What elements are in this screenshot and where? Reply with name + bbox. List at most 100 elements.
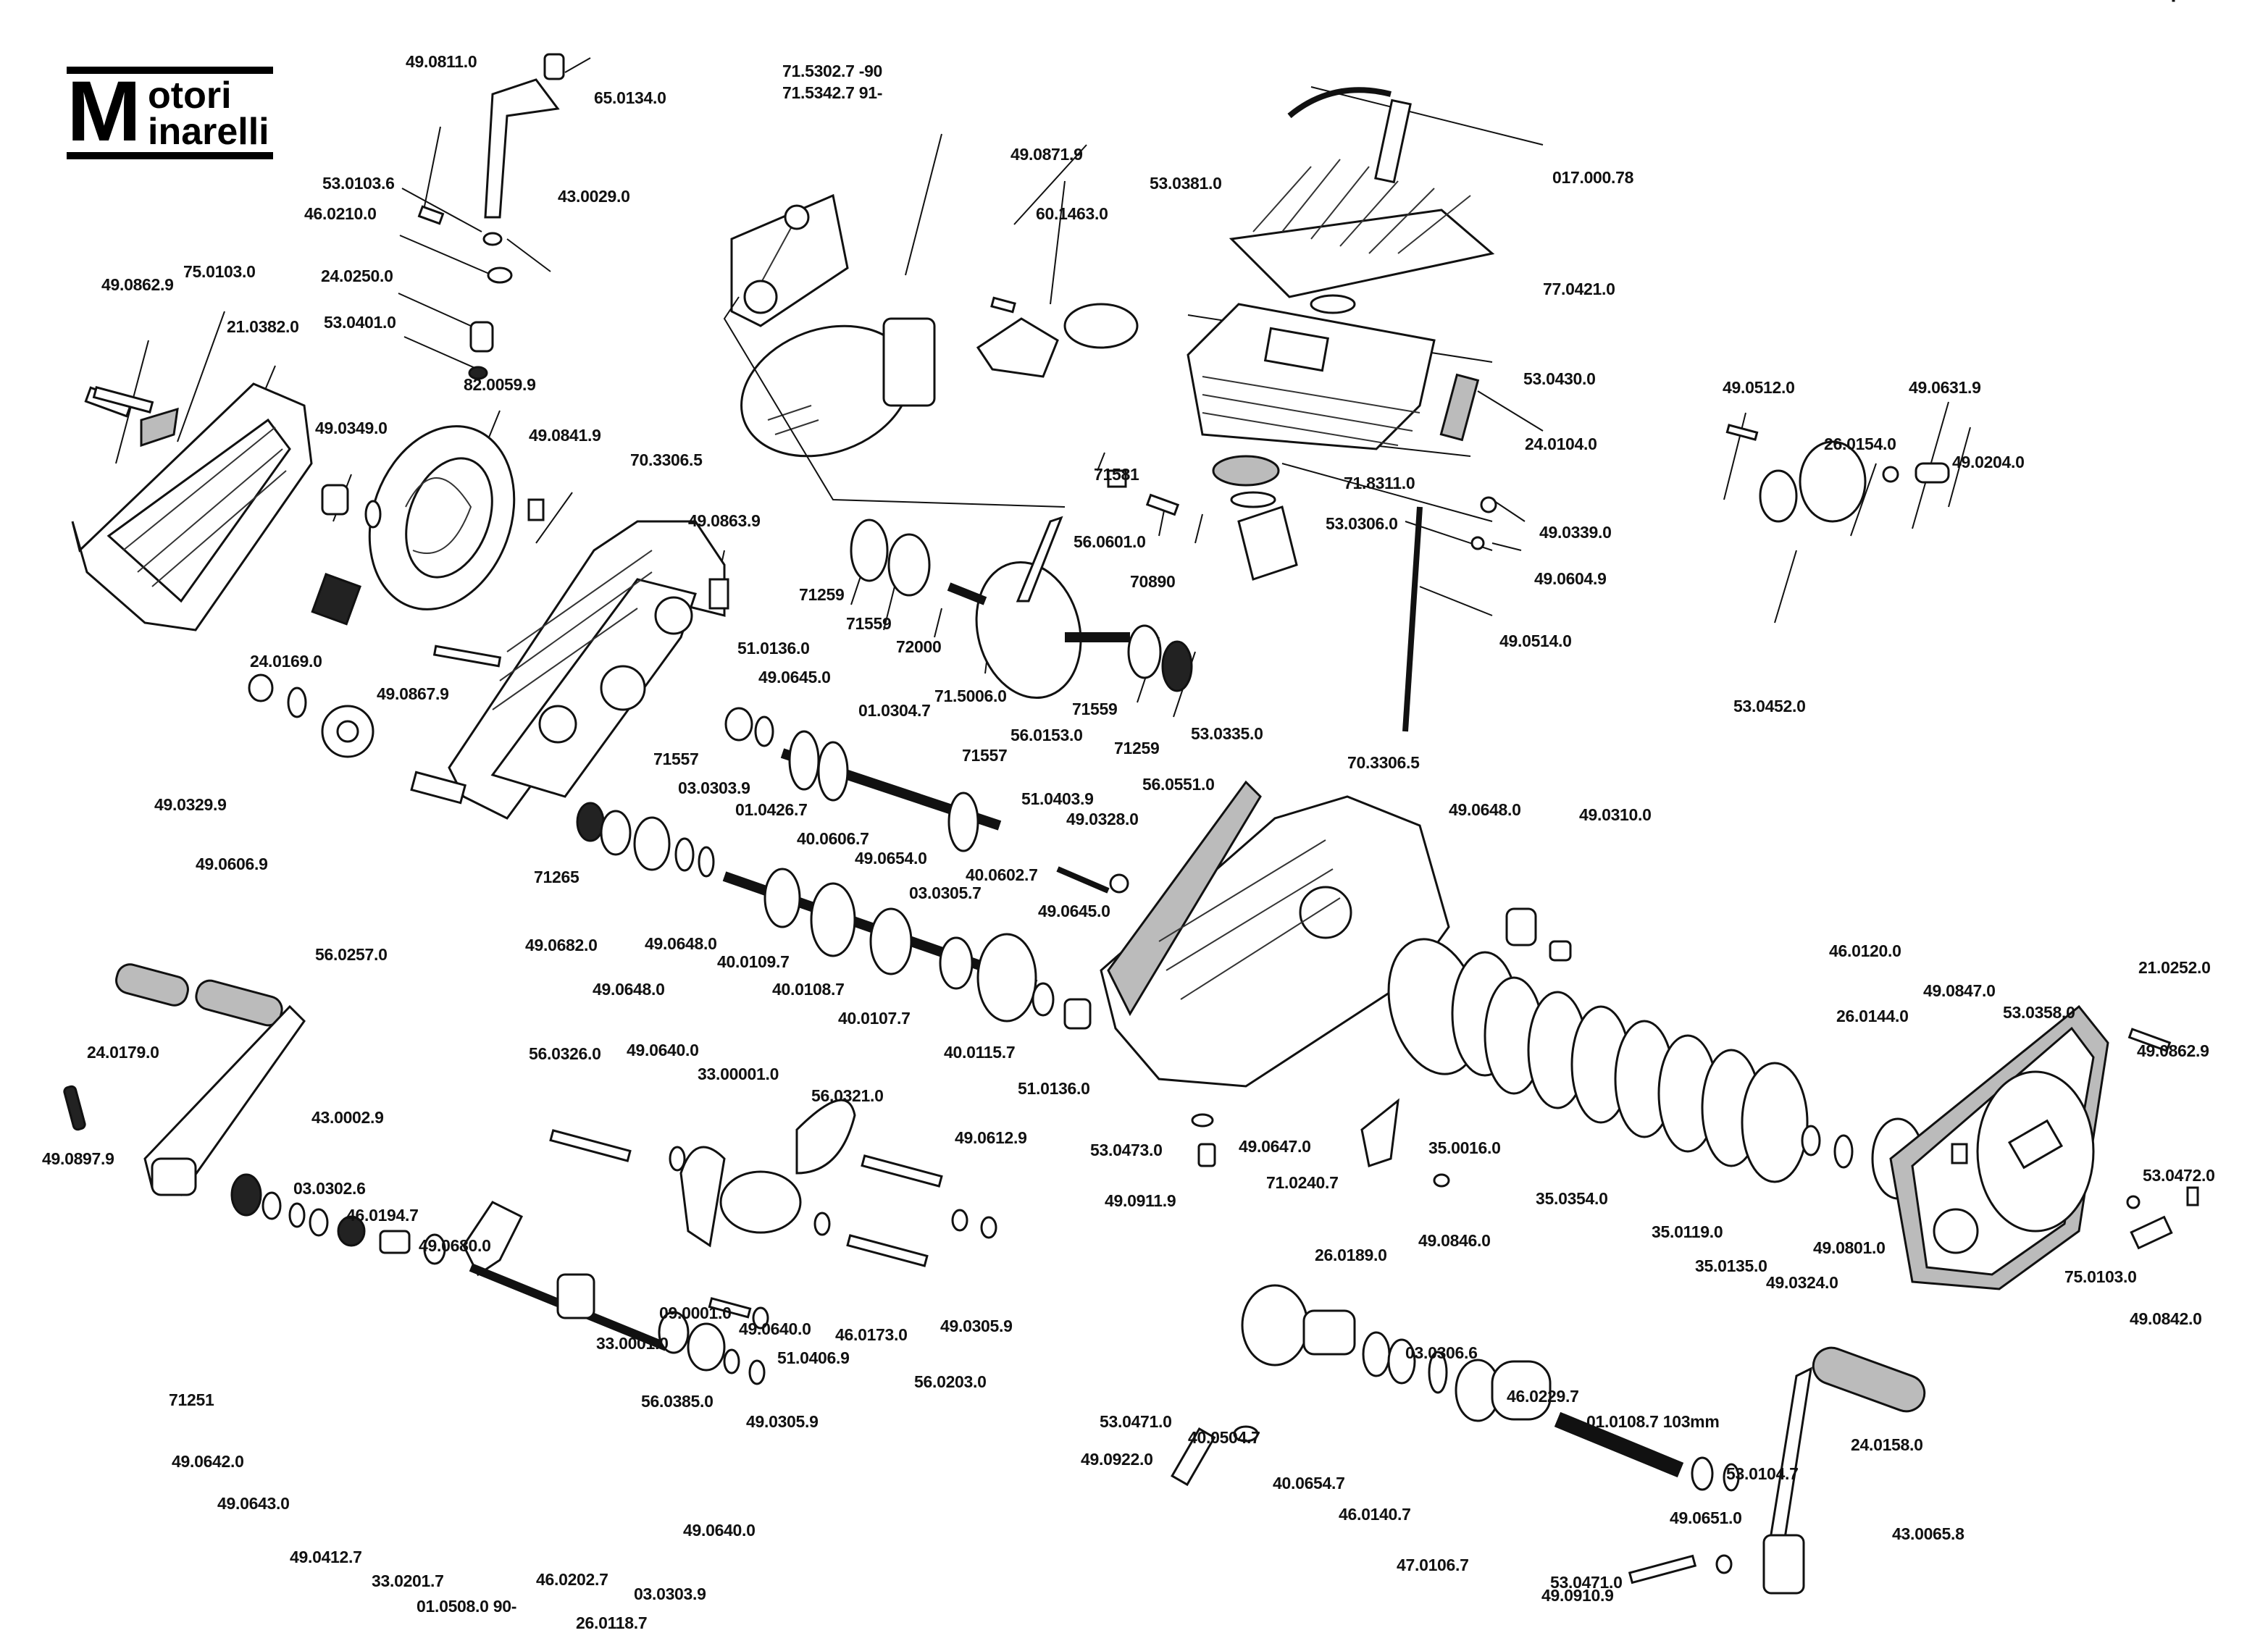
clutch-pack-drawing: [1191, 976, 1925, 1200]
part-label: 49.0654.0: [855, 849, 927, 868]
part-label: 49.0682.0: [525, 936, 598, 954]
logo-word-otori: otori: [148, 75, 232, 117]
part-label: 72000: [896, 637, 942, 656]
part-label: 56.0385.0: [641, 1392, 714, 1411]
part-label: 49.0863.9: [688, 511, 761, 530]
part-label: 35.0119.0: [1652, 1222, 1723, 1241]
part-label: 77.0421.0: [1543, 280, 1615, 298]
kickstart-lever-left: [63, 963, 306, 1196]
part-label: 49.0640.0: [683, 1521, 756, 1540]
part-label: 70.3306.5: [1347, 753, 1420, 772]
motori-minarelli-logo: M otori inarelli: [67, 67, 277, 161]
part-label: 03.0303.9: [678, 778, 750, 797]
part-label: 21.0382.0: [227, 317, 299, 336]
part-label: 21.0252.0: [2138, 958, 2211, 977]
part-label: 49.0512.0: [1723, 378, 1795, 397]
part-label: 56.0326.0: [529, 1044, 601, 1063]
part-label: 26.0154.0: [1824, 435, 1896, 453]
part-label: 33.0001.0: [596, 1334, 669, 1353]
part-label: 56.0203.0: [914, 1372, 987, 1391]
part-label: 03.0302.6: [293, 1179, 366, 1198]
part-label: 49.0922.0: [1081, 1450, 1153, 1469]
part-label: 017.000.78: [1552, 168, 1634, 187]
part-label: 01.0426.7: [735, 800, 808, 819]
part-label: 24.0104.0: [1525, 435, 1597, 453]
part-label: 49.0412.7: [290, 1548, 362, 1566]
part-label: 49.0841.9: [529, 426, 601, 445]
part-label: 40.0602.7: [966, 865, 1038, 884]
part-label: 49.0867.9: [377, 684, 449, 703]
logo-bottom-bar: [67, 152, 273, 159]
part-label: 49.0871.9: [1010, 145, 1083, 164]
part-label: 40.0115.7: [944, 1043, 1016, 1062]
part-label: 01.0508.0 90-: [417, 1597, 517, 1616]
part-label: 40.0108.7: [772, 980, 845, 999]
cylinder-head-drawing: [1229, 87, 1495, 314]
part-label: 01.0304.7: [858, 701, 931, 720]
part-label: 26.0189.0: [1315, 1246, 1387, 1264]
part-label: 49.0310.0: [1579, 805, 1652, 824]
part-label: 49.0305.9: [746, 1412, 819, 1431]
part-label: 49.0606.9: [196, 855, 268, 873]
part-label: 01.0108.7 103mm: [1586, 1412, 1720, 1431]
part-label: 49.0648.0: [645, 934, 717, 953]
part-label: 53.0472.0: [2143, 1166, 2215, 1185]
part-label: 43.0065.8: [1892, 1524, 1964, 1543]
left-cover-drawing: [71, 382, 313, 631]
part-label: 49.0680.0: [419, 1236, 491, 1255]
part-label: 56.0601.0: [1074, 532, 1146, 551]
crankshaft-drawing: [850, 0, 2175, 732]
part-label: 24.0169.0: [250, 652, 322, 671]
shift-drum-drawing: [549, 1099, 997, 1330]
part-label: 51.0406.9: [777, 1348, 850, 1367]
part-label: 51.0136.0: [1018, 1079, 1090, 1098]
part-label: 09.0001.0: [659, 1304, 732, 1322]
part-label: 49.0842.0: [2130, 1309, 2202, 1328]
part-label: 56.0551.0: [1142, 775, 1215, 794]
part-label: 46.0120.0: [1829, 941, 1901, 960]
part-label: 71259: [799, 585, 845, 604]
small-parts-left: [92, 386, 729, 805]
part-label: 49.0645.0: [758, 668, 831, 687]
part-label: 49.0349.0: [315, 419, 388, 437]
right-crankcase-drawing: [1100, 780, 1572, 1088]
part-label: 65.0134.0: [594, 88, 666, 107]
part-label: 46.0140.7: [1339, 1505, 1411, 1524]
part-label: 33.00001.0: [698, 1065, 779, 1083]
part-label: 26.0144.0: [1836, 1007, 1909, 1025]
kickstart-shaft-drawing: [1171, 1284, 1926, 1595]
part-label: 49.0910.9: [1541, 1586, 1614, 1605]
logo-initial: M: [67, 64, 142, 159]
flywheel-drawing: [311, 425, 516, 626]
part-label: 35.0016.0: [1428, 1138, 1501, 1157]
part-label: 49.0640.0: [627, 1041, 699, 1059]
part-label: 24.0179.0: [87, 1043, 159, 1062]
part-label: 49.0514.0: [1499, 631, 1572, 650]
part-label: 33.0201.7: [372, 1571, 444, 1590]
part-label: 53.0473.0: [1090, 1141, 1163, 1159]
part-label: 53.0335.0: [1191, 724, 1263, 743]
part-label: 35.0135.0: [1695, 1256, 1767, 1275]
part-label: 56.0321.0: [811, 1086, 884, 1105]
part-label: 24.0250.0: [321, 266, 393, 285]
part-label: 49.0651.0: [1670, 1508, 1742, 1527]
part-label: 71557: [653, 750, 699, 768]
part-label: 53.0103.6: [322, 174, 395, 193]
part-label: 49.0640.0: [739, 1319, 811, 1338]
part-label: 75.0103.0: [183, 262, 256, 281]
part-label: 71559: [1072, 700, 1118, 718]
part-label: 71.5342.7 91-: [782, 83, 883, 102]
gear-lever-drawing: [417, 53, 565, 380]
part-label: 03.0306.6: [1405, 1343, 1478, 1362]
part-label: 40.0504.7: [1188, 1428, 1260, 1447]
part-label: 49.0328.0: [1066, 810, 1139, 828]
carburettor-drawing: [740, 296, 1139, 458]
part-label: 49.0339.0: [1539, 523, 1612, 542]
part-label: 26.0118.7: [576, 1613, 648, 1632]
part-label: 71557: [962, 746, 1008, 765]
part-label: 71251: [169, 1390, 214, 1409]
part-label: 71.5006.0: [934, 687, 1007, 705]
selector-shaft-drawing: [230, 1173, 766, 1385]
part-label: 49.0847.0: [1923, 981, 1996, 1000]
